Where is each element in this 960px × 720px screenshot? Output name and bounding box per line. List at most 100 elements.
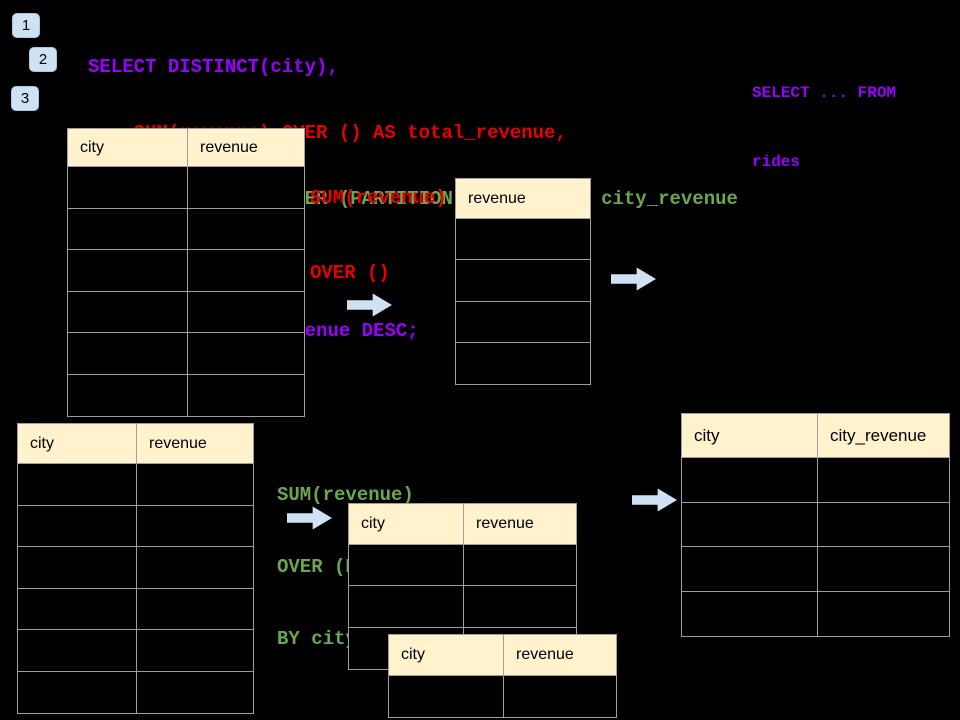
annotation-line: SUM(revenue) bbox=[310, 187, 447, 209]
table-row bbox=[456, 219, 590, 261]
table-row bbox=[68, 167, 304, 209]
table-body bbox=[456, 219, 590, 384]
table-cell bbox=[456, 219, 590, 259]
table-row bbox=[18, 671, 253, 714]
step-badge-3: 3 bbox=[11, 86, 39, 111]
step-number: 3 bbox=[20, 90, 30, 107]
column-header-city-revenue: city_revenue bbox=[830, 425, 927, 445]
table-cell bbox=[18, 630, 137, 671]
table-cell bbox=[68, 208, 188, 249]
table-source-bottom: city revenue bbox=[17, 423, 254, 714]
table-partition-overlay: city revenue bbox=[388, 634, 617, 718]
table-cell bbox=[682, 502, 818, 546]
table-row bbox=[349, 545, 576, 587]
table-cell bbox=[68, 291, 188, 332]
table-cell bbox=[818, 592, 949, 637]
column-header-revenue: revenue bbox=[149, 434, 207, 452]
table-body bbox=[18, 464, 253, 713]
table-cell bbox=[68, 374, 188, 416]
table-cell bbox=[456, 260, 590, 300]
table-cell bbox=[18, 505, 137, 546]
table-cell bbox=[18, 588, 137, 629]
note-line: SELECT ... FROM bbox=[752, 84, 897, 102]
column-header-revenue: revenue bbox=[468, 189, 526, 207]
annotation-line: SUM(revenue) bbox=[277, 484, 414, 506]
table-cell bbox=[349, 586, 464, 627]
table-row bbox=[682, 547, 949, 592]
table-cell bbox=[68, 167, 188, 208]
table-row bbox=[18, 588, 253, 630]
column-header-revenue: revenue bbox=[476, 515, 534, 532]
table-row bbox=[389, 676, 616, 717]
table-cell bbox=[137, 547, 253, 588]
table-cell bbox=[188, 250, 304, 291]
column-header-city: city bbox=[68, 129, 188, 166]
step-number: 1 bbox=[21, 17, 31, 34]
arrow-right-icon bbox=[632, 488, 677, 512]
table-body bbox=[682, 458, 949, 636]
table-row bbox=[682, 458, 949, 503]
table-header-row: city revenue bbox=[349, 504, 576, 545]
table-cell bbox=[456, 302, 590, 342]
table-row bbox=[349, 586, 576, 628]
table-cell bbox=[504, 676, 616, 717]
table-header-row: city revenue bbox=[68, 129, 304, 167]
table-cell bbox=[464, 545, 576, 585]
table-cell bbox=[682, 591, 818, 636]
step-badge-1: 1 bbox=[12, 13, 40, 38]
table-row bbox=[18, 547, 253, 589]
table-cell bbox=[18, 547, 137, 588]
table-row bbox=[68, 250, 304, 292]
annotation-line: OVER () bbox=[310, 262, 390, 284]
table-cell bbox=[188, 375, 304, 417]
table-cell bbox=[818, 503, 949, 547]
table-row bbox=[68, 374, 304, 417]
table-cell bbox=[818, 458, 949, 502]
table-cell bbox=[137, 589, 253, 630]
table-row bbox=[456, 260, 590, 302]
table-source-top: city revenue bbox=[67, 128, 305, 417]
table-row bbox=[68, 333, 304, 375]
step-badge-2: 2 bbox=[29, 47, 57, 72]
table-header-row: revenue bbox=[456, 179, 590, 219]
table-result: city city_revenue bbox=[681, 413, 950, 637]
table-cell bbox=[188, 292, 304, 333]
table-cell bbox=[188, 209, 304, 250]
column-header-revenue: revenue bbox=[200, 138, 258, 156]
table-row bbox=[682, 591, 949, 637]
table-cell bbox=[349, 545, 464, 586]
table-cell bbox=[137, 464, 253, 505]
step-number: 2 bbox=[38, 51, 48, 68]
table-row bbox=[456, 343, 590, 384]
table-cell bbox=[456, 343, 590, 384]
table-cell bbox=[682, 547, 818, 591]
table-row bbox=[18, 630, 253, 672]
table-row bbox=[68, 291, 304, 333]
table-cell bbox=[188, 167, 304, 208]
table-cell bbox=[68, 250, 188, 291]
annotation-sum-over-total: SUM(revenue) OVER () bbox=[310, 136, 447, 336]
table-header-row: city revenue bbox=[389, 635, 616, 676]
table-row bbox=[456, 302, 590, 343]
table-row bbox=[68, 208, 304, 250]
table-cell bbox=[68, 333, 188, 374]
table-body bbox=[68, 167, 304, 416]
table-cell bbox=[389, 676, 504, 717]
table-cell bbox=[18, 464, 137, 505]
table-cell bbox=[137, 506, 253, 547]
table-row bbox=[18, 464, 253, 506]
column-header-city: city bbox=[389, 635, 504, 675]
table-cell bbox=[818, 547, 949, 591]
column-header-city: city bbox=[682, 414, 818, 457]
column-header-revenue: revenue bbox=[516, 646, 574, 663]
column-header-city: city bbox=[18, 424, 137, 463]
table-cell bbox=[18, 671, 137, 713]
table-cell bbox=[682, 458, 818, 502]
table-cell bbox=[137, 672, 253, 714]
select-from-rides-note: SELECT ... FROM rides bbox=[752, 36, 896, 220]
table-cell bbox=[188, 333, 304, 374]
table-total-revenue: revenue bbox=[455, 178, 591, 386]
table-body bbox=[389, 676, 616, 717]
sql-line-select: SELECT DISTINCT(city), bbox=[88, 56, 339, 78]
